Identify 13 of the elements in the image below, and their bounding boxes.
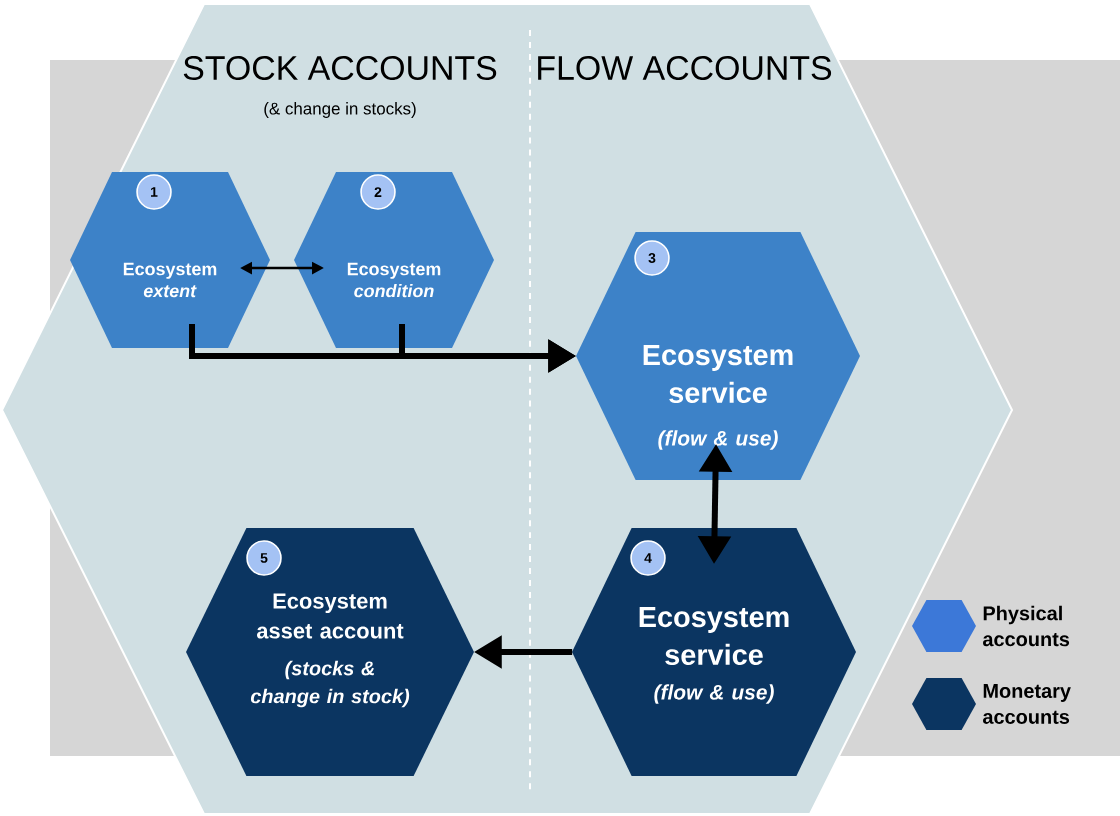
node-text: (stocks & change in stock) xyxy=(250,660,410,708)
section-subheading: (& change in stocks) xyxy=(264,102,416,118)
section-heading: FLOW ACCOUNTS xyxy=(538,56,832,80)
node-text: (flow & use) xyxy=(658,430,778,450)
node-text: Ecosystem extent xyxy=(123,262,217,298)
node-text: Ecosystem asset account xyxy=(256,593,404,639)
node-text: Ecosystem service xyxy=(639,607,789,665)
node-text: Ecosystem condition xyxy=(347,262,441,298)
section-heading: STOCK ACCOUNTS xyxy=(183,56,497,80)
node-text: (flow & use) xyxy=(654,684,774,704)
legend-text: Physical accounts xyxy=(983,605,1070,647)
node-text: Ecosystem service xyxy=(643,345,793,403)
legend-text: Monetary accounts xyxy=(983,684,1071,724)
